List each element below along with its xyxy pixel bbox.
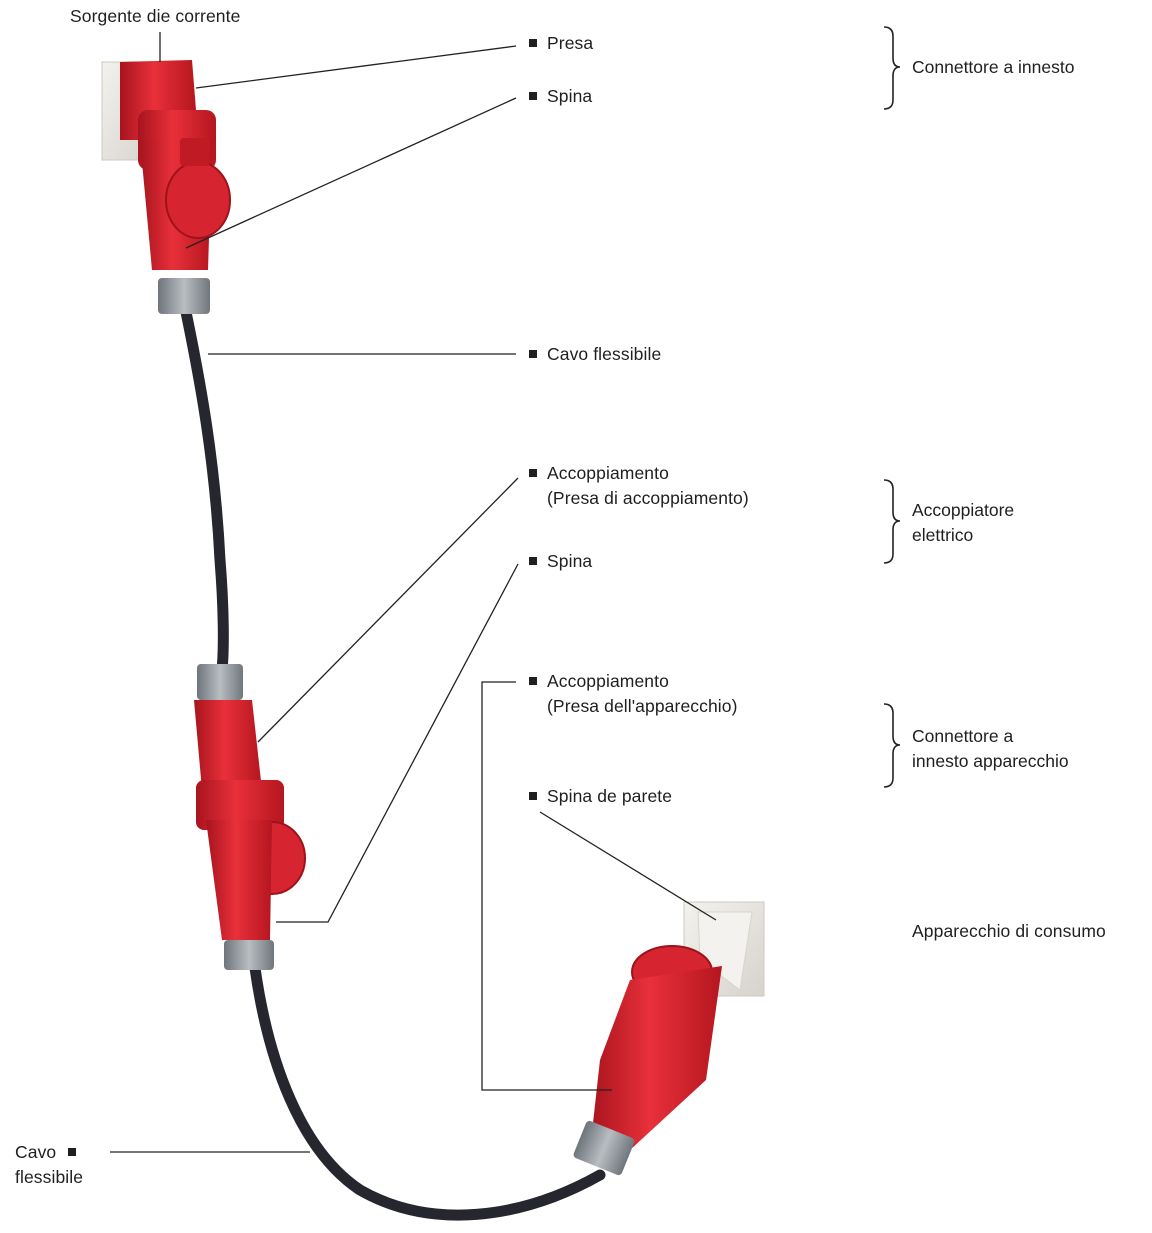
coupler-collar — [196, 780, 284, 830]
label-cavo-bottom-bullet — [68, 1148, 77, 1156]
leader-spina-top — [185, 97, 517, 249]
appliance-connector-gland — [573, 1120, 635, 1176]
group-connettore-app-line2: innesto apparecchio — [912, 751, 1069, 771]
spina-top-flap — [165, 161, 231, 239]
group-accoppiatore-line1: Accoppiatore — [912, 500, 1015, 520]
spina-top-gland — [158, 278, 210, 314]
leader-spina-parete — [539, 811, 717, 921]
spina-top-latch — [180, 138, 210, 166]
group-connettore-innesto: Connettore a innesto — [912, 57, 1075, 77]
label-spina-parete: Spina de parete — [529, 784, 672, 809]
group-connettore-app-line1: Connettore a — [912, 726, 1014, 746]
group-accoppiatore-line2: elettrico — [912, 525, 974, 545]
label-cavo-bottom: Cavo — [15, 1140, 77, 1165]
leader-spina-mid — [276, 563, 519, 923]
leader-accoppiamento2 — [481, 681, 612, 1091]
label-accoppiamento-1: Accoppiamento — [529, 461, 669, 486]
label-accoppiamento-1-sub: (Presa di accoppiamento) — [547, 488, 749, 508]
appliance-inlet-assembly — [573, 901, 765, 1176]
coupler-body — [194, 700, 262, 790]
plug-mid-gland — [224, 940, 274, 970]
brace-connettore-app — [883, 703, 901, 788]
coupler-gland — [197, 664, 243, 700]
label-accoppiamento-2-sub: (Presa dell'apparecchio) — [547, 696, 738, 716]
leader-accoppiamento1 — [257, 477, 519, 743]
label-source: Sorgente die corrente — [70, 6, 241, 26]
label-accoppiamento-2: Accoppiamento — [529, 669, 669, 694]
cable-upper — [180, 306, 229, 676]
plug-mid-body — [206, 820, 272, 940]
label-cavo-top: Cavo flessibile — [529, 342, 661, 367]
cable-lower — [249, 962, 606, 1221]
label-consumer: Apparecchio di consumo — [912, 921, 1106, 941]
coupler-assembly — [194, 664, 306, 970]
source-socket-assembly — [101, 60, 231, 314]
label-presa: Presa — [529, 31, 593, 56]
leader-lines — [110, 32, 717, 1153]
brace-accoppiatore — [883, 479, 901, 564]
leader-presa — [195, 45, 517, 89]
appliance-inlet-body — [697, 911, 753, 991]
label-cavo-bottom-line2: flessibile — [15, 1167, 84, 1187]
label-spina-top: Spina — [529, 84, 592, 109]
group-braces — [883, 26, 901, 788]
brace-connettore-innesto — [883, 26, 901, 110]
label-spina-mid: Spina — [529, 549, 592, 574]
appliance-connector-body — [590, 966, 722, 1150]
label-cavo-bottom-word: Cavo — [15, 1142, 57, 1162]
